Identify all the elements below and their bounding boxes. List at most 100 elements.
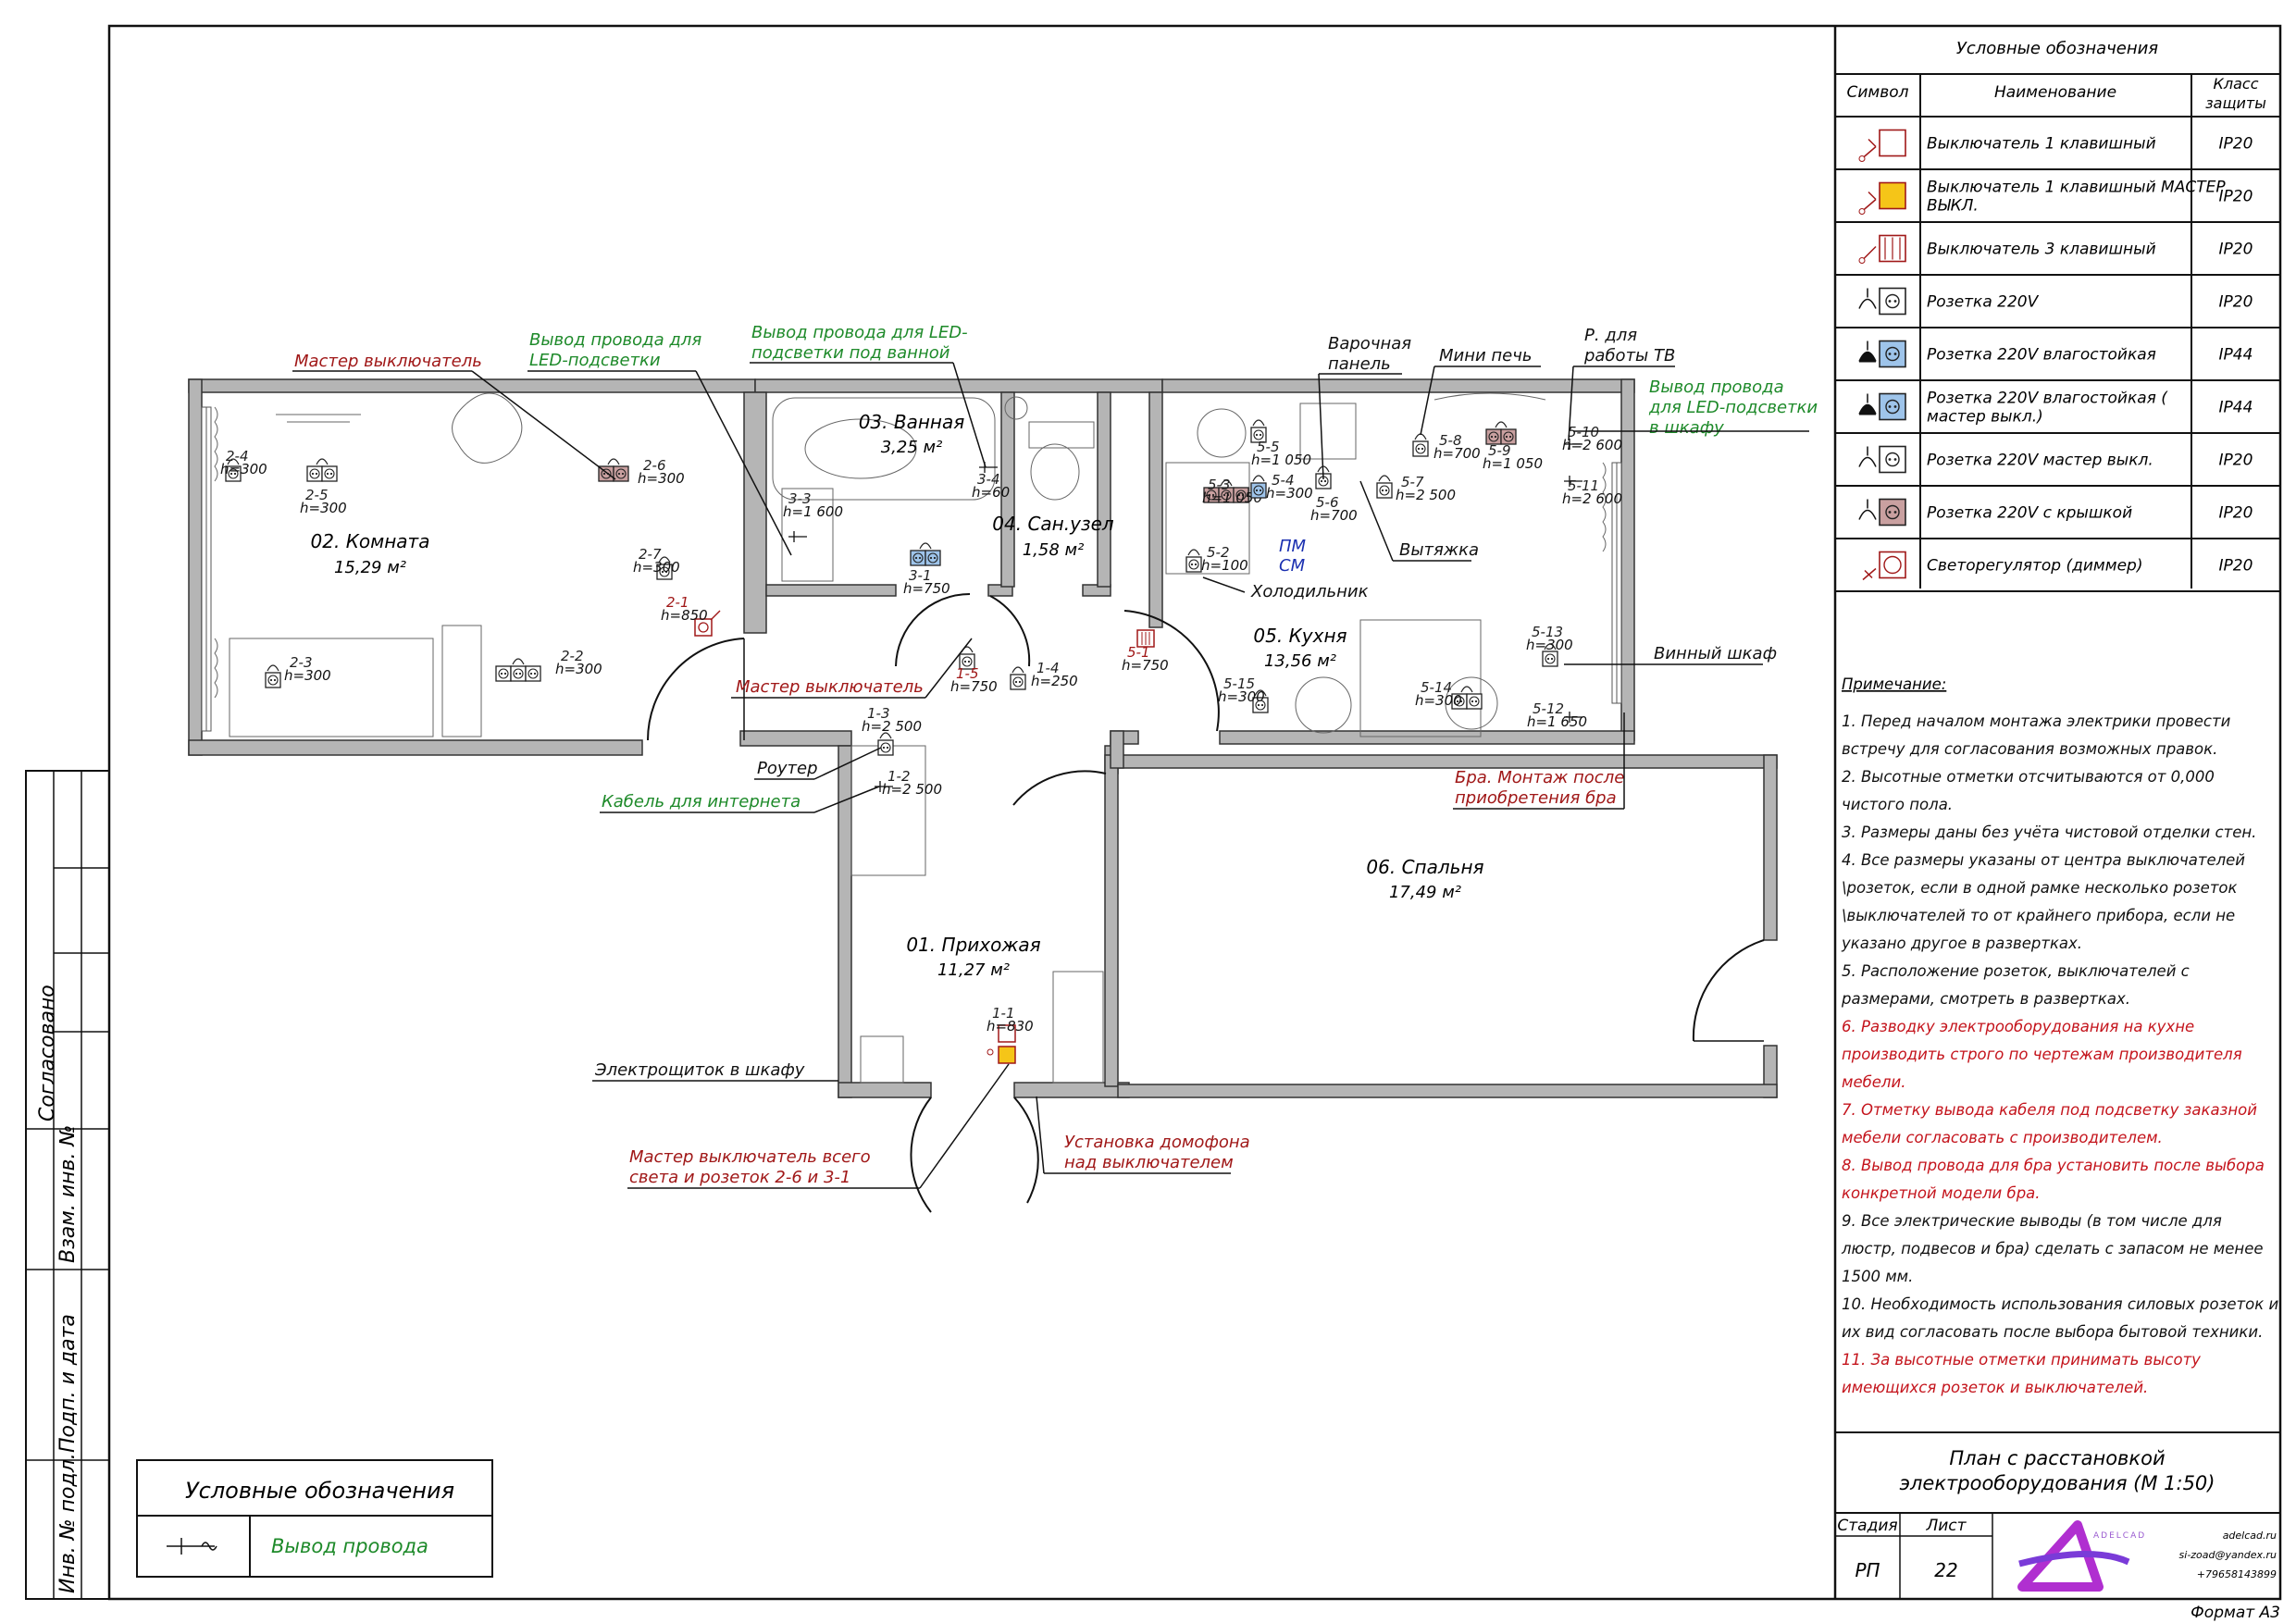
legend-row-ip: IP44 <box>2219 346 2253 365</box>
doors <box>646 593 1765 1213</box>
note-line: мебели. <box>1842 1073 1905 1091</box>
device-id: 2-6 <box>643 457 666 474</box>
device-2-2: 2-2h=300 <box>495 648 602 682</box>
device-id: 5-3 <box>1208 477 1231 493</box>
stage-value: РП <box>1855 1559 1880 1581</box>
radiators <box>214 406 1607 699</box>
callout-wine: Винный шкаф <box>1654 644 1777 663</box>
stamp-inv-replace: Взам. инв. № <box>56 1125 80 1263</box>
note-line: 6. Разводку электрооборудования на кухне <box>1842 1018 2194 1035</box>
device-height: h=300 <box>1218 688 1265 705</box>
legend-header-name: Наименование <box>1994 83 2116 102</box>
device-5-3: 5-3h=1 050 <box>1202 477 1262 506</box>
device-id: 5-12 <box>1533 700 1564 717</box>
callout-cooktop-a: Варочная <box>1328 334 1411 353</box>
callout-led-3-b: для LED-подсветки <box>1648 398 1818 417</box>
device-height: h=2 600 <box>1562 437 1622 453</box>
note-line: 1500 мм. <box>1842 1268 1913 1285</box>
note-line: 9. Все электрические выводы (в том числе… <box>1842 1212 2222 1230</box>
device-id: 5-4 <box>1272 472 1295 489</box>
device-id: 5-10 <box>1568 424 1599 440</box>
note-line: чистого пола. <box>1842 796 1953 813</box>
device-height: h=300 <box>220 461 267 477</box>
device-2-1: 2-1h=850 <box>661 594 721 637</box>
legend-row-name: Выключатель 1 клавишный МАСТЕР <box>1927 179 2226 197</box>
device-id: 1-5 <box>956 665 979 682</box>
socket-icon <box>1376 482 1393 499</box>
callout-tv-b: работы ТВ <box>1583 346 1675 365</box>
note-line: мебели согласовать с производителем. <box>1842 1129 2163 1146</box>
callout-master-all-a: Мастер выключатель всего <box>629 1147 871 1167</box>
label-sm: СМ <box>1279 556 1306 576</box>
socket-waterproof-master-icon <box>1858 392 1906 421</box>
note-line: 3. Размеры даны без учёта чистовой отдел… <box>1842 824 2256 841</box>
device-height: h=300 <box>1526 637 1573 653</box>
note-line: \выключателей то от крайнего прибора, ес… <box>1842 907 2235 924</box>
device-height: h=2 600 <box>1562 490 1622 507</box>
device-5-9: 5-9h=1 050 <box>1483 421 1543 472</box>
socket-icon <box>225 465 242 482</box>
room-06-area: 17,49 м² <box>1389 883 1461 902</box>
small-legend: Условные обозначения Вывод провода <box>136 1459 493 1578</box>
device-id: 1-1 <box>992 1005 1015 1022</box>
device-id: 2-7 <box>639 546 662 563</box>
device-id: 2-2 <box>561 648 584 664</box>
note-line: размерами, смотреть в развертках. <box>1841 990 2130 1008</box>
callout-internet: Кабель для интернета <box>602 792 800 812</box>
sheet-label: Лист <box>1925 1517 1967 1535</box>
callout-panel: Электрощиток в шкафу <box>594 1060 805 1080</box>
legend-title: Условные обозначения <box>1956 39 2158 58</box>
callout-intercom-b: над выключателем <box>1064 1153 1234 1172</box>
callout-cooktop-b: панель <box>1328 354 1391 374</box>
callout-hood: Вытяжка <box>1399 540 1479 560</box>
device-id: 5-7 <box>1401 474 1424 490</box>
legend-row-name: Выключатель 3 клавишный <box>1927 241 2156 259</box>
walls <box>188 378 1778 1098</box>
room-04-area: 1,58 м² <box>1023 540 1085 560</box>
stamp-inv-orig: Инв. № подл. <box>56 1453 80 1593</box>
device-1-2: 1-2h=2 500 <box>875 768 942 798</box>
device-id: 5-6 <box>1316 494 1339 511</box>
callout-master-switch-top: Мастер выключатель <box>294 352 482 371</box>
room-01-area: 11,27 м² <box>937 960 1010 980</box>
device-height: h=1 600 <box>783 503 843 520</box>
device-id: 5-14 <box>1421 679 1452 696</box>
socket-icon <box>525 665 541 682</box>
socket-icon <box>1466 693 1483 710</box>
socket-icon <box>910 550 926 566</box>
device-id: 5-5 <box>1257 439 1280 455</box>
callout-master-all-b: света и розеток 2-6 и 3-1 <box>629 1168 850 1187</box>
legend-row-name: Розетка 220V с крышкой <box>1927 504 2132 523</box>
note-line: 10. Необходимость использования силовых … <box>1842 1295 2278 1313</box>
device-id: 2-1 <box>666 594 689 611</box>
socket-icon <box>1250 427 1267 443</box>
socket-icon <box>510 665 527 682</box>
callout-led-1-b: LED-подсветки <box>529 351 661 370</box>
note-line: имеющихся розеток и выключателей. <box>1842 1379 2148 1396</box>
side-stamp: Согласовано Взам. инв. № Подп. и дата Ин… <box>25 770 110 1600</box>
socket-icon <box>1250 482 1267 499</box>
device-5-5: 5-5h=1 050 <box>1250 419 1311 468</box>
room-05-name: 05. Кухня <box>1253 625 1347 647</box>
format-label: Формат А3 <box>2191 1604 2280 1622</box>
legend-row-ip: IP20 <box>2219 504 2253 523</box>
notes-block: Примечание: 1. Перед началом монтажа эле… <box>1835 675 2280 1433</box>
callouts: Мастер выключатель Вывод провода для LED… <box>292 323 1818 1189</box>
device-height: h=300 <box>633 559 680 576</box>
device-height: h=300 <box>1415 692 1462 709</box>
note-line: производить строго по чертежам производи… <box>1842 1046 2242 1063</box>
device-height: h=1 050 <box>1483 455 1543 472</box>
legend-row-ip: IP20 <box>2219 293 2253 312</box>
socket-icon <box>1233 487 1249 503</box>
title-line-1: План с расстановкой <box>1949 1447 2165 1469</box>
device-id: 1-4 <box>1036 660 1060 676</box>
furniture <box>229 392 1546 1084</box>
device-5-4: 5-4h=300 <box>1250 472 1313 502</box>
socket-icon <box>959 653 975 670</box>
callout-led-3-a: Вывод провода <box>1649 378 1784 397</box>
device-height: h=60 <box>972 484 1010 501</box>
device-2-7: 2-7h=300 <box>633 546 680 580</box>
device-height: h=2 500 <box>1396 487 1456 503</box>
callout-sconce-c: приобретения бра <box>1455 788 1617 808</box>
socket-icon <box>1010 674 1026 690</box>
